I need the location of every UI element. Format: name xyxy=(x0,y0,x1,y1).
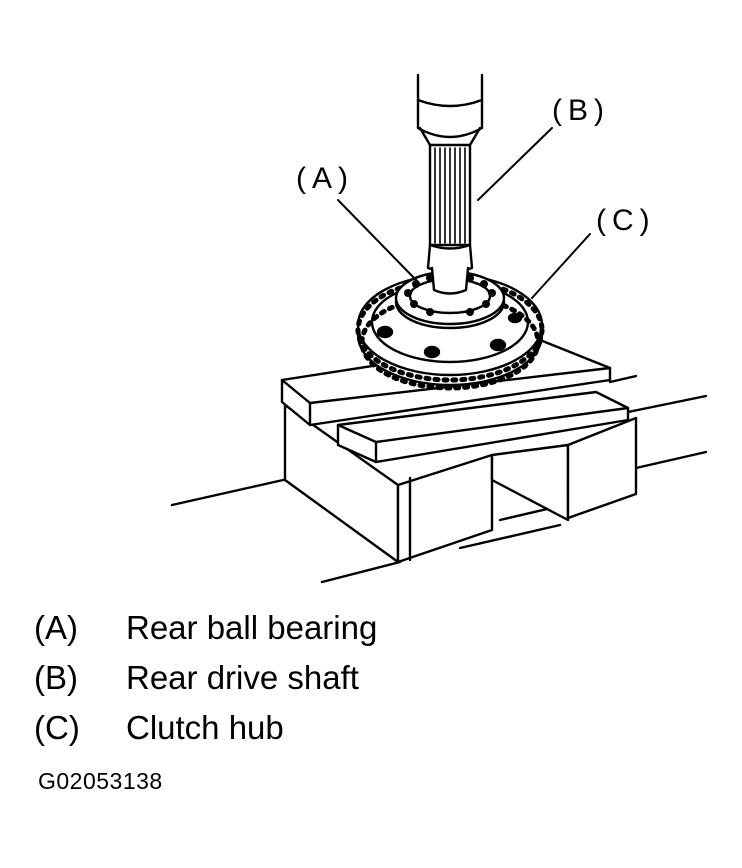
legend-description: Rear drive shaft xyxy=(126,659,359,696)
rear-drive-shaft xyxy=(416,73,484,295)
legend-key: (C) xyxy=(34,709,80,746)
bench-surface-lines xyxy=(170,374,708,584)
leader-lines xyxy=(337,127,591,299)
callout-b: (B) xyxy=(552,94,610,127)
legend-description: Rear ball bearing xyxy=(126,609,378,646)
callout-a: (A) xyxy=(296,162,354,195)
callout-c: (C) xyxy=(596,204,656,237)
press-diagram: (A) (B) (C) xyxy=(170,73,708,584)
figure-id: G02053138 xyxy=(38,768,163,794)
legend-key: (B) xyxy=(34,659,78,696)
legend-key: (A) xyxy=(34,609,78,646)
legend-description: Clutch hub xyxy=(126,709,284,746)
